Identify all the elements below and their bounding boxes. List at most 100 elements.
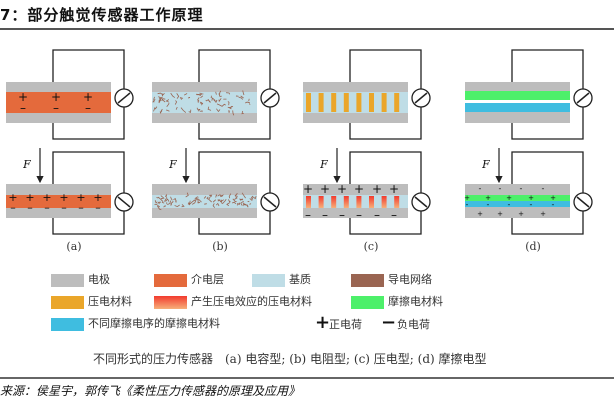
active-piezo-pillar — [331, 196, 337, 208]
tribo-layer — [465, 195, 570, 201]
negative-charge: - — [552, 200, 555, 209]
negative-charge: – — [391, 208, 397, 222]
panel-label: (c) — [364, 240, 379, 253]
wire — [198, 151, 271, 193]
piezo-pillar — [369, 93, 374, 112]
positive-charge: + — [485, 194, 491, 202]
substrate — [152, 195, 257, 208]
panel-label: (b) — [212, 240, 228, 253]
wire — [198, 107, 271, 140]
meter-icon — [114, 192, 134, 212]
meter-icon — [260, 192, 280, 212]
wire — [511, 211, 584, 235]
meter-needle — [117, 92, 131, 104]
sensor-pressed: -+-+-+-++-+-+-+-+- — [464, 184, 570, 218]
active-piezo-pillar — [318, 196, 324, 208]
negative-charge: – — [322, 208, 328, 222]
negative-charge: – — [27, 201, 33, 214]
conductive-network — [152, 90, 251, 116]
legend-swatch — [154, 274, 187, 287]
wire — [52, 151, 125, 193]
positive-charge: + — [506, 194, 512, 202]
panel-d: -+-+-+-++-+-+-+-+- F (d) — [464, 49, 593, 253]
legend-swatch — [154, 296, 187, 309]
positive-charge: + — [59, 191, 68, 204]
legend-label: 介电层 — [191, 273, 224, 286]
positive-charge-symbol: + — [315, 312, 331, 333]
legend-swatch — [351, 296, 384, 309]
meter-needle — [414, 196, 428, 208]
negative-charge: – — [10, 201, 16, 214]
meter-icon — [260, 88, 280, 108]
wire — [198, 211, 271, 235]
legend-label: 摩擦电材料 — [388, 295, 443, 308]
negative-charge: - — [508, 200, 511, 209]
meter-needle — [576, 92, 590, 104]
legend-label: 产生压电效应的压电材料 — [191, 295, 312, 308]
negative-charge: – — [356, 208, 362, 222]
force-label: F — [22, 158, 31, 171]
sensor-pressed — [152, 184, 257, 218]
positive-charge: + — [354, 182, 364, 196]
positive-charge: + — [550, 194, 556, 202]
positive-charge: + — [303, 182, 313, 196]
negative-charge: - — [542, 184, 545, 193]
positive-charge: + — [337, 182, 347, 196]
active-piezo-pillar — [306, 196, 311, 208]
wire — [198, 49, 271, 89]
negative-charge: – — [374, 208, 380, 222]
negative-charge: – — [20, 101, 26, 115]
title-divider — [0, 28, 614, 30]
positive-charge: + — [76, 191, 85, 204]
legend-label: 电极 — [88, 273, 110, 286]
force-label: F — [481, 158, 490, 171]
piezo-pillar — [356, 93, 362, 112]
negative-charge-symbol: − — [381, 312, 397, 333]
sensor-unpressed — [152, 82, 257, 123]
positive-charge: + — [540, 210, 546, 218]
piezo-pillar — [381, 93, 387, 112]
negative-charge: – — [44, 201, 50, 214]
wire — [349, 49, 422, 89]
panel-a: +–+–+–+–+–+–+–+–+–F(a) — [6, 49, 134, 253]
legend-swatch — [51, 318, 84, 331]
meter-icon — [411, 88, 431, 108]
meter-needle — [263, 92, 277, 104]
gap — [465, 100, 570, 103]
legend-swatch — [252, 274, 285, 287]
substrate — [152, 92, 257, 113]
positive-charge: + — [83, 90, 93, 104]
positive-charge: + — [528, 194, 534, 202]
negative-charge: – — [61, 201, 67, 214]
positive-charge: + — [42, 191, 51, 204]
legend-label: 不同摩擦电序的摩擦电材料 — [88, 317, 220, 330]
panel-label: (d) — [525, 240, 541, 253]
negative-charge-label: 负电荷 — [397, 318, 430, 331]
legend-swatch — [51, 274, 84, 287]
piezo-pillar — [331, 93, 337, 112]
conductive-network — [154, 192, 257, 211]
meter-icon — [411, 192, 431, 212]
meter-needle — [414, 92, 428, 104]
positive-charge: + — [25, 191, 34, 204]
positive-charge: + — [8, 191, 17, 204]
positive-charge: + — [51, 90, 61, 104]
force-label: F — [319, 158, 328, 171]
meter-icon — [573, 88, 593, 108]
figure-title: 7：部分触觉传感器工作原理 — [0, 6, 204, 24]
force-label: F — [168, 158, 177, 171]
dielectric-layer — [6, 195, 111, 208]
wire — [511, 49, 584, 89]
wire — [349, 151, 422, 193]
meter-icon — [114, 88, 134, 108]
positive-charge: + — [477, 210, 483, 218]
source-divider — [0, 377, 614, 379]
positive-charge: + — [464, 194, 470, 202]
wire — [349, 211, 422, 235]
negative-charge: – — [78, 201, 84, 214]
negative-charge: - — [520, 184, 523, 193]
negative-charge: – — [95, 201, 101, 214]
piezo-pillar — [306, 93, 311, 112]
panel-c: +–+–+–+–+–+–F(c) — [303, 49, 431, 253]
